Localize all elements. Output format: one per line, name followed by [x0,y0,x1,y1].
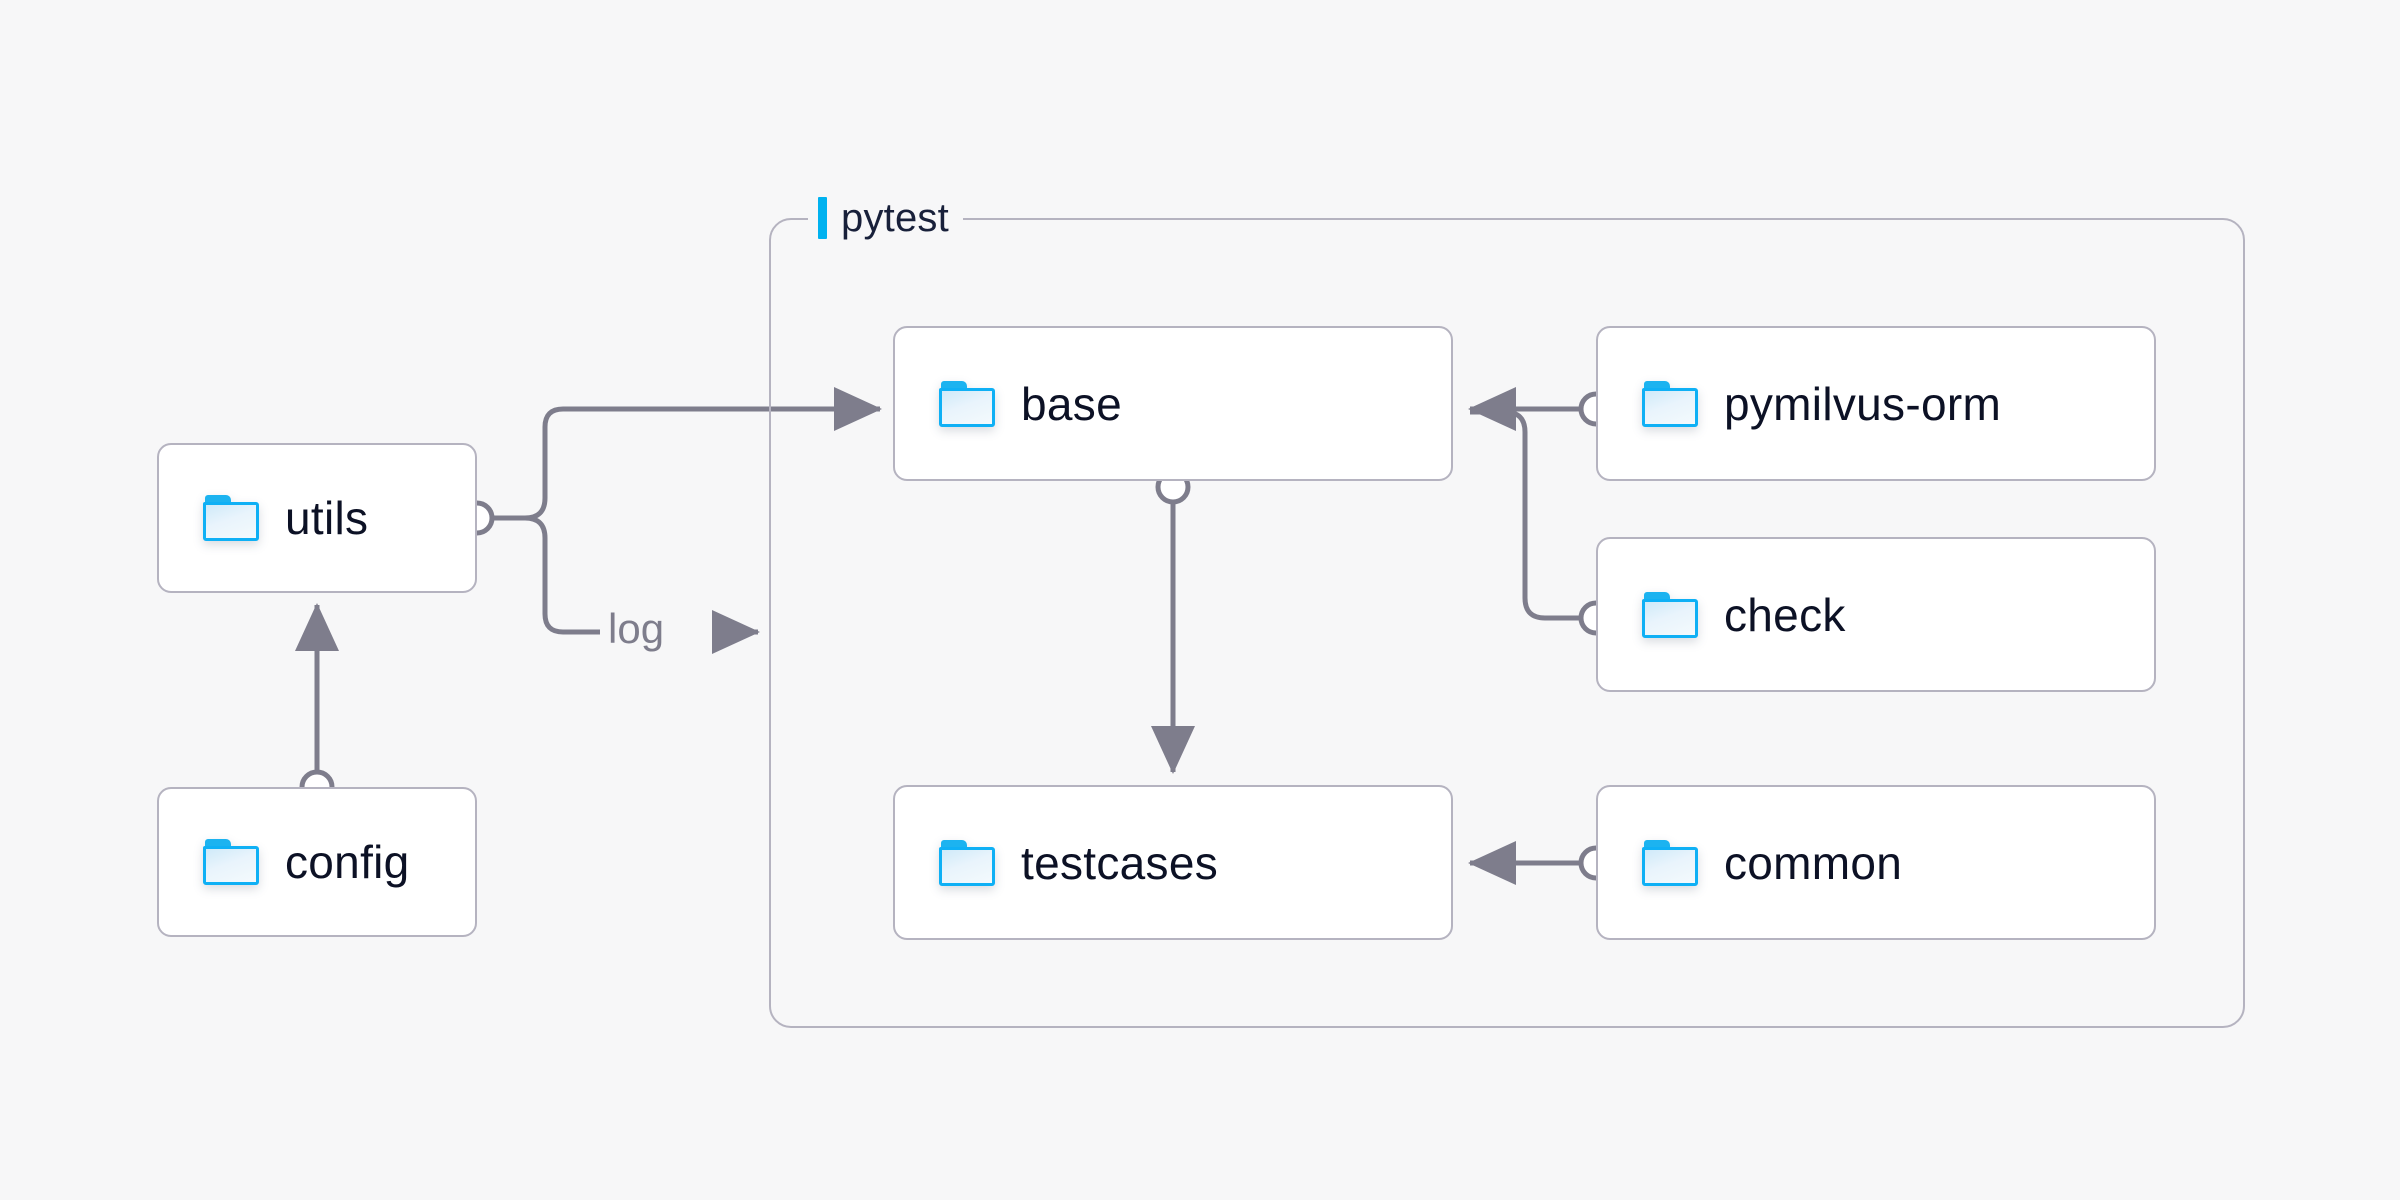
folder-icon [1642,839,1698,886]
node-pymilvus-orm[interactable]: pymilvus-orm [1596,326,2156,481]
node-base[interactable]: base [893,326,1453,481]
folder-icon [203,839,259,885]
group-accent-bar [818,197,827,239]
node-config[interactable]: config [157,787,477,937]
node-label: base [1021,377,1122,430]
folder-icon [939,380,995,427]
node-check[interactable]: check [1596,537,2156,692]
node-label: config [285,836,410,888]
node-common[interactable]: common [1596,785,2156,940]
folder-icon [203,495,259,541]
folder-icon [1642,380,1698,427]
folder-icon [939,839,995,886]
folder-icon [1642,591,1698,638]
pytest-group-container[interactable] [769,218,2245,1028]
edge-utils-to-pytest-log [494,515,600,635]
group-label-text: pytest [841,196,949,240]
node-label: common [1724,836,1903,889]
node-label: testcases [1021,836,1219,889]
pytest-group-label: pytest [808,195,963,241]
node-utils[interactable]: utils [157,443,477,593]
node-label: utils [285,492,369,544]
node-testcases[interactable]: testcases [893,785,1453,940]
edge-label-log: log [608,605,665,652]
node-label: pymilvus-orm [1724,377,2002,430]
node-label: check [1724,588,1846,641]
